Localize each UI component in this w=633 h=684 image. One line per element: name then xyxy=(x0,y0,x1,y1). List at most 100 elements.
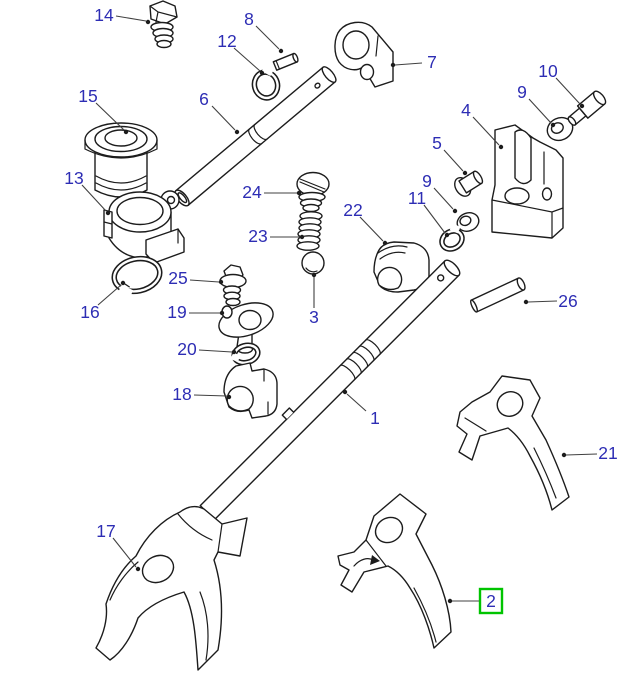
callout-label[interactable]: 15 xyxy=(78,86,97,106)
callout-25[interactable]: 25 xyxy=(168,268,224,288)
leader-dot xyxy=(259,70,265,76)
callout-label[interactable]: 4 xyxy=(461,100,471,120)
callout-label[interactable]: 12 xyxy=(217,31,236,51)
shaft-bore xyxy=(177,192,188,204)
part-21-selector-fork-right[interactable] xyxy=(456,375,570,511)
callout-label[interactable]: 1 xyxy=(370,408,380,428)
callout-label[interactable]: 26 xyxy=(558,291,577,311)
leader-line xyxy=(565,453,598,456)
part-14-plug-bolt[interactable] xyxy=(149,0,178,49)
snap-ring-gap xyxy=(118,284,134,297)
bush-groove xyxy=(95,175,147,191)
plug-slot xyxy=(299,178,326,193)
leader-line xyxy=(95,102,125,131)
part-8-roll-pin[interactable] xyxy=(272,52,299,71)
leader-dot xyxy=(342,389,348,395)
callout-14[interactable]: 14 xyxy=(94,5,151,25)
callout-16[interactable]: 16 xyxy=(80,280,126,322)
part-11-e-clip[interactable] xyxy=(437,223,466,253)
callout-6[interactable]: 6 xyxy=(199,89,240,135)
part-5-plug[interactable] xyxy=(451,167,485,199)
leader-dot xyxy=(550,122,556,128)
callout-label[interactable]: 20 xyxy=(177,339,197,359)
callout-label[interactable]: 24 xyxy=(242,182,262,202)
part-16-snap-ring[interactable] xyxy=(111,255,163,297)
part-4-clevis-bracket[interactable] xyxy=(491,124,564,239)
callout-18[interactable]: 18 xyxy=(172,384,232,404)
callout-5[interactable]: 5 xyxy=(432,133,468,176)
part-3-detent-ball[interactable] xyxy=(301,251,325,275)
leader-line xyxy=(189,279,220,283)
callout-label[interactable]: 7 xyxy=(427,52,437,72)
callout-1[interactable]: 1 xyxy=(342,389,380,428)
part-25-flanged-bolt[interactable] xyxy=(219,264,247,307)
callout-label[interactable]: 18 xyxy=(172,384,191,404)
boss-small-hole xyxy=(359,63,375,81)
callout-10[interactable]: 10 xyxy=(538,61,585,109)
callout-19[interactable]: 19 xyxy=(167,302,225,322)
leader-dot xyxy=(523,299,529,305)
callout-label[interactable]: 10 xyxy=(538,61,558,81)
part-2-selector-fork-highlighted[interactable] xyxy=(337,493,452,649)
part-6-selector-shaft-upper[interactable] xyxy=(172,65,338,208)
callout-12[interactable]: 12 xyxy=(217,31,265,76)
callout-24[interactable]: 24 xyxy=(242,182,302,202)
part-23-detent-spring[interactable] xyxy=(296,211,323,251)
plug-nose xyxy=(472,170,484,185)
callout-label[interactable]: 13 xyxy=(64,168,83,188)
clevis-hole xyxy=(504,187,530,205)
part-7-lever-boss[interactable] xyxy=(334,21,394,88)
callout-8[interactable]: 8 xyxy=(244,9,284,54)
callout-2-highlighted[interactable]: 2 xyxy=(447,587,504,615)
part-26-dowel-pin[interactable] xyxy=(469,277,526,313)
leader-dot xyxy=(299,234,305,240)
callout-label[interactable]: 17 xyxy=(96,521,115,541)
callout-21[interactable]: 21 xyxy=(561,443,618,463)
boss-slot xyxy=(375,35,379,57)
part-15-bush[interactable] xyxy=(84,122,158,198)
leader-dot xyxy=(462,170,468,176)
callout-20[interactable]: 20 xyxy=(177,339,237,359)
callout-label[interactable]: 11 xyxy=(408,188,426,208)
ball xyxy=(301,251,325,275)
part-10-detent-plunger[interactable] xyxy=(565,89,608,129)
callout-3[interactable]: 3 xyxy=(309,272,319,327)
callout-11[interactable]: 11 xyxy=(408,188,450,238)
leader-dot xyxy=(311,272,317,278)
callout-13[interactable]: 13 xyxy=(64,168,111,216)
callout-9-top[interactable]: 9 xyxy=(517,82,556,128)
callout-label[interactable]: 25 xyxy=(168,268,187,288)
part-20-o-ring[interactable] xyxy=(230,342,261,366)
part-24-detent-plug[interactable] xyxy=(296,171,330,213)
callout-22[interactable]: 22 xyxy=(343,200,388,246)
callout-label[interactable]: 9 xyxy=(517,82,527,102)
shaft-band xyxy=(248,123,268,145)
housing-lug-hole xyxy=(166,195,176,205)
leader-line xyxy=(115,15,147,22)
callout-9-mid[interactable]: 9 xyxy=(422,171,458,214)
callout-label[interactable]: 19 xyxy=(167,302,186,322)
callout-label[interactable]: 2 xyxy=(486,591,496,611)
callout-label[interactable]: 14 xyxy=(94,5,114,25)
callout-23[interactable]: 23 xyxy=(248,226,305,246)
callout-4[interactable]: 4 xyxy=(461,100,504,150)
part-22-selector-jaw[interactable] xyxy=(373,241,430,293)
callout-17[interactable]: 17 xyxy=(96,521,141,572)
callout-label[interactable]: 8 xyxy=(244,9,254,29)
callout-label[interactable]: 9 xyxy=(422,171,432,191)
shaft-notch xyxy=(281,407,295,421)
callout-7[interactable]: 7 xyxy=(390,52,437,72)
callout-label[interactable]: 22 xyxy=(343,200,362,220)
callout-label[interactable]: 21 xyxy=(598,443,617,463)
part-12-circlip[interactable] xyxy=(250,65,281,101)
callout-label[interactable]: 5 xyxy=(432,133,442,153)
part-18-clamp-jaw[interactable] xyxy=(223,362,278,419)
callout-15[interactable]: 15 xyxy=(78,86,129,135)
callout-label[interactable]: 23 xyxy=(248,226,267,246)
part-13-housing[interactable] xyxy=(103,190,185,264)
part-17-selector-fork-large[interactable] xyxy=(95,505,248,671)
callout-label[interactable]: 3 xyxy=(309,307,319,327)
callout-label[interactable]: 16 xyxy=(80,302,99,322)
callout-26[interactable]: 26 xyxy=(523,291,578,311)
callout-label[interactable]: 6 xyxy=(199,89,209,109)
